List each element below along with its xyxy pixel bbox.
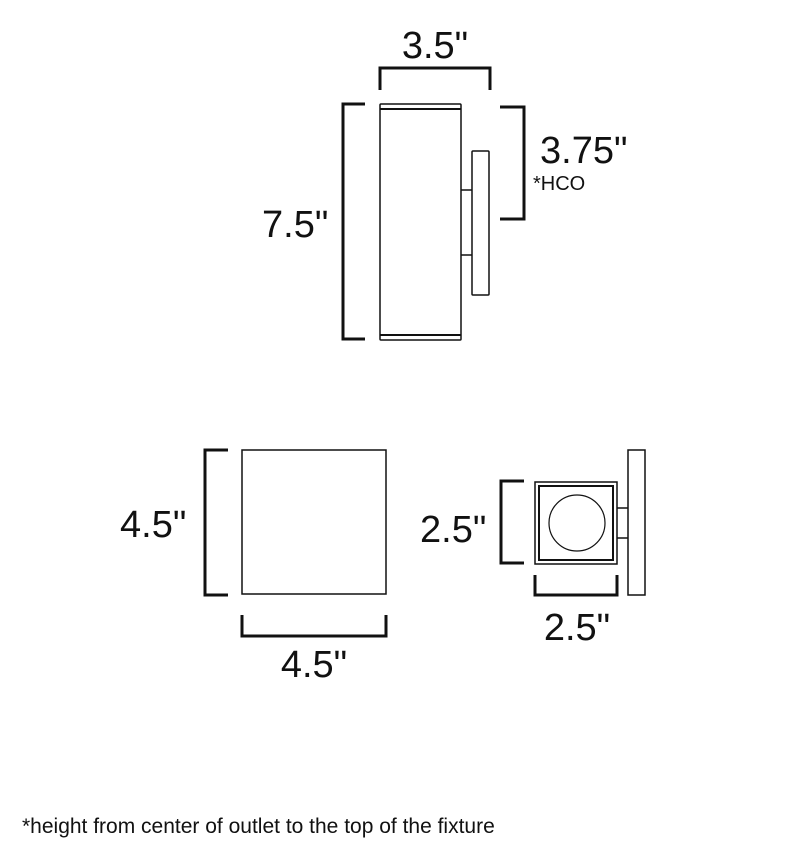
footnote: *height from center of outlet to the top… <box>22 815 495 838</box>
front-view-fixture <box>379 103 490 341</box>
front-dimension-brackets <box>341 66 526 341</box>
front-width-label: 3.5" <box>402 25 468 67</box>
side-dimension-brackets <box>499 479 619 597</box>
side-view-fixture <box>534 449 646 596</box>
top-view-fixture <box>241 449 387 595</box>
top-width-label: 4.5" <box>281 644 347 686</box>
hco-note: *HCO <box>533 173 585 195</box>
front-height-label: 7.5" <box>262 204 328 246</box>
side-width-label: 2.5" <box>544 607 610 649</box>
top-dimension-brackets <box>203 448 388 638</box>
side-height-label: 2.5" <box>420 509 486 551</box>
front-hco-label: 3.75" <box>540 130 627 172</box>
top-height-label: 4.5" <box>120 504 186 546</box>
